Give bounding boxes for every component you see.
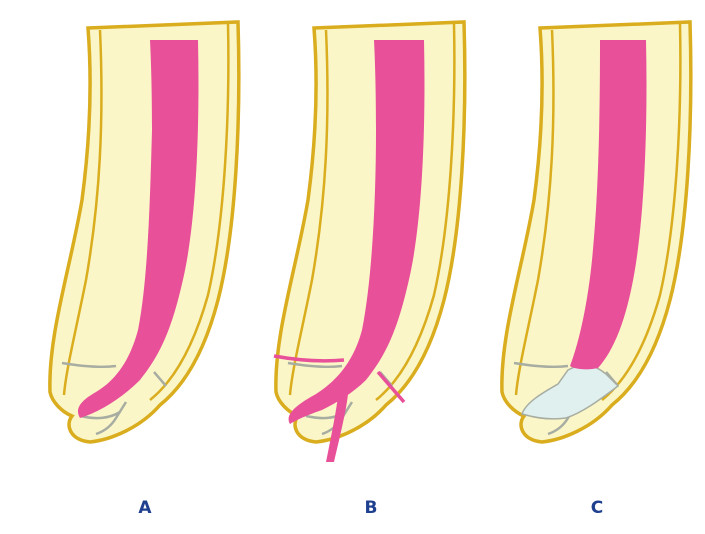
panel-c <box>502 22 691 442</box>
panel-b <box>274 22 465 462</box>
panel-a <box>50 22 239 442</box>
panel-label-a: A <box>125 498 165 518</box>
panel-label-c: C <box>577 498 617 518</box>
root-outline <box>50 22 239 442</box>
root-outline <box>276 22 465 442</box>
panel-label-b: B <box>351 498 391 518</box>
